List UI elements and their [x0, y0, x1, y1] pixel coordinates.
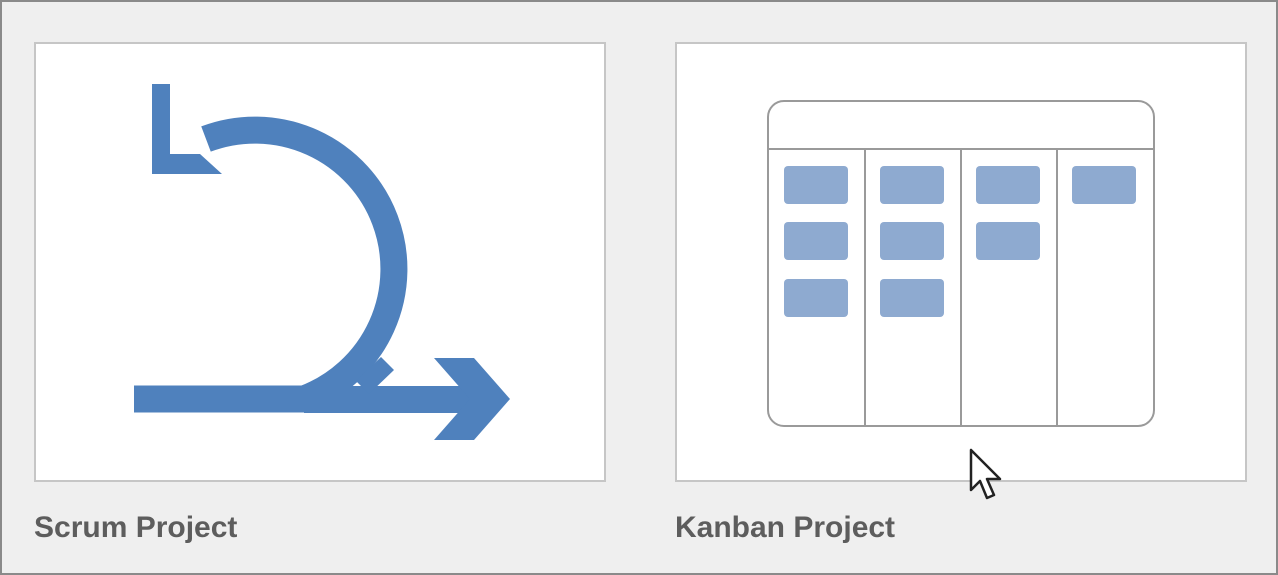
scrum-cycle-arrow-icon: [134, 84, 510, 440]
kanban-card: [784, 222, 848, 260]
mouse-pointer-icon: [969, 448, 1002, 500]
kanban-project-label[interactable]: Kanban Project: [675, 511, 896, 544]
kanban-card: [976, 166, 1040, 204]
kanban-card: [976, 222, 1040, 260]
scrum-project-label[interactable]: Scrum Project: [34, 511, 238, 544]
kanban-project-tile[interactable]: [675, 42, 1247, 482]
kanban-card: [880, 222, 944, 260]
kanban-card: [1072, 166, 1136, 204]
kanban-card: [784, 279, 848, 317]
kanban-card: [880, 279, 944, 317]
scrum-project-tile[interactable]: [34, 42, 606, 482]
kanban-card: [880, 166, 944, 204]
kanban-card: [784, 166, 848, 204]
kanban-board-icon: [767, 100, 1155, 427]
